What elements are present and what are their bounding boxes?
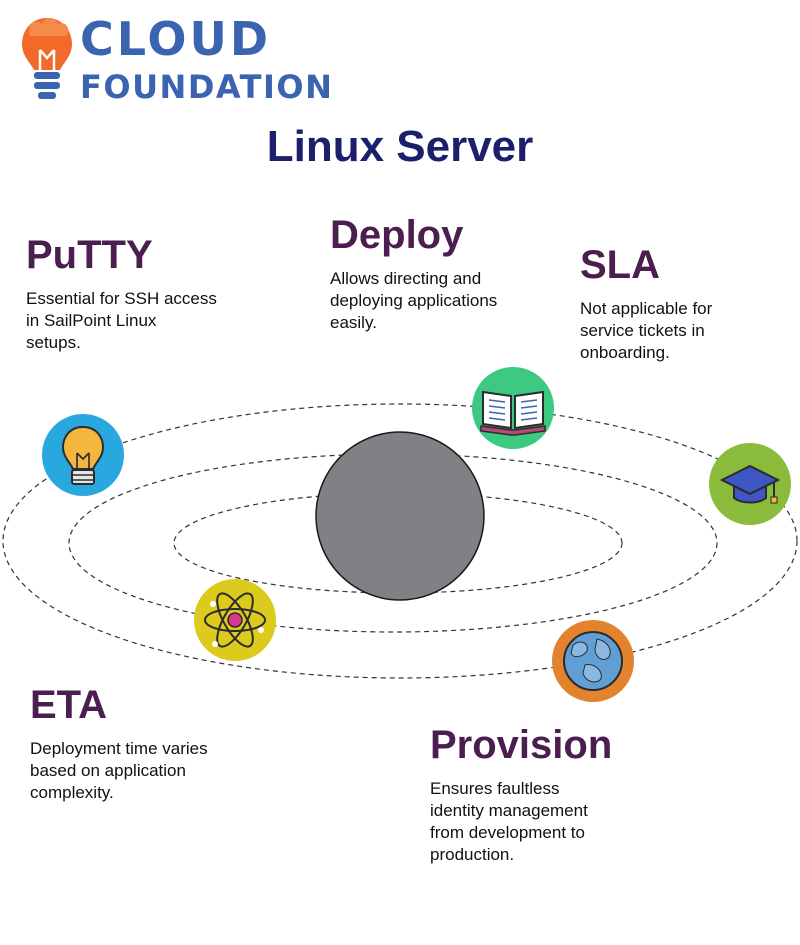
provision-heading: Provision [430,723,613,767]
graduation-cap-icon [709,443,791,525]
page-title: Linux Server [266,122,534,171]
eta-description: Deployment time varies based on applicat… [30,739,208,802]
lightbulb-icon [42,414,124,496]
globe-icon [552,620,634,702]
atom-icon [194,579,276,661]
provision-description: Ensures faultless identity management fr… [430,779,588,864]
lightbulb-logo-icon [22,18,72,99]
orbit-outer [2,403,798,679]
book-icon [472,367,554,449]
eta-heading: ETA [30,683,108,727]
deploy-heading: Deploy [330,213,464,257]
logo-text-cloud: CLOUD [80,12,272,66]
putty-description: Essential for SSH access in SailPoint Li… [26,289,217,352]
central-planet [315,431,485,601]
putty-heading: PuTTY [26,233,153,277]
deploy-description: Allows directing and deploying applicati… [330,269,498,332]
sla-heading: SLA [580,243,660,287]
logo-text-foundation: FOUNDATION [80,68,334,106]
sla-description: Not applicable for service tickets in on… [580,299,713,362]
